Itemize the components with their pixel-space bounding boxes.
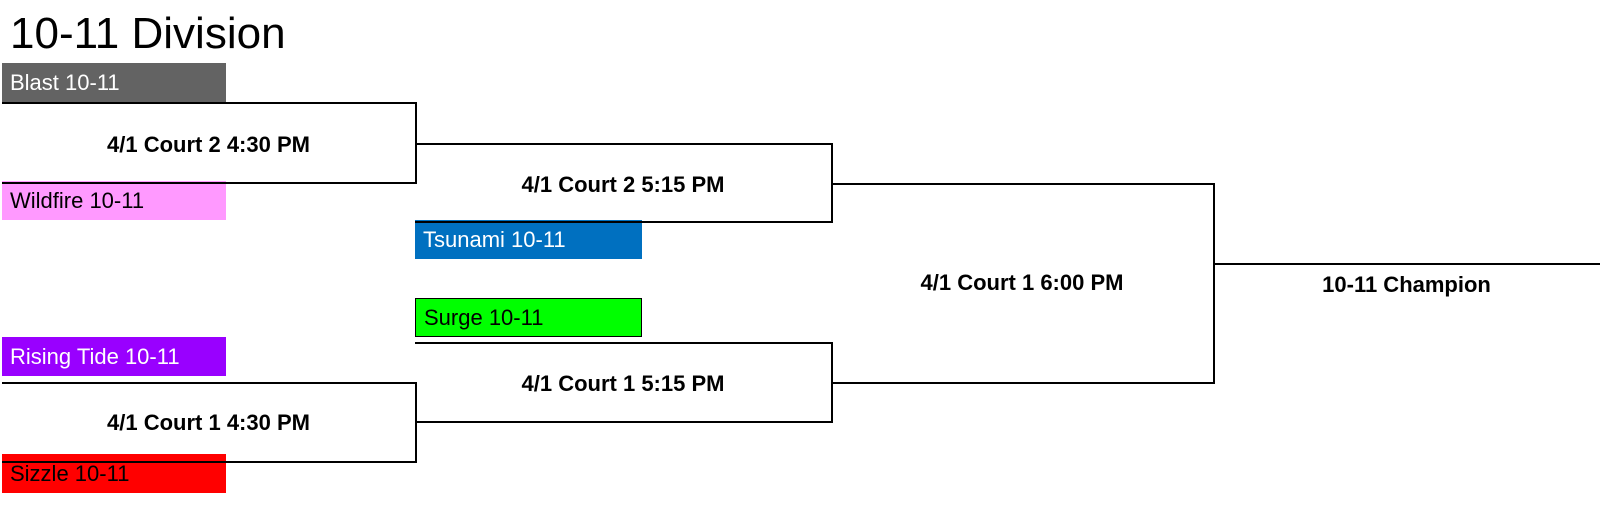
bracket-line-champion [1213,263,1600,265]
team-slot-blast: Blast 10-11 [2,63,226,102]
game-label-r2-top: 4/1 Court 2 5:15 PM [521,172,725,197]
bracket-line-r1-top-lower [2,182,417,184]
page-title: 10-11 Division [10,9,286,58]
game-label-r1-bottom: 4/1 Court 1 4:30 PM [107,410,310,435]
bracket-line-r1-bottom-upper [2,382,417,384]
bracket-line-r2-top-upper [415,143,833,145]
game-label-r2-bottom: 4/1 Court 1 5:15 PM [521,371,725,396]
team-slot-tsunami: Tsunami 10-11 [415,220,642,259]
bracket-line-r1-top-upper [2,102,417,104]
team-slot-sizzle: Sizzle 10-11 [2,454,226,493]
game-label-final: 4/1 Court 1 6:00 PM [920,270,1124,295]
bracket-line-r2-bottom-upper [415,342,833,344]
bracket-line-r2-top-lower [415,221,833,223]
champion-label: 10-11 Champion [1322,272,1491,297]
bracket-line-r2-bottom-lower [415,421,833,423]
team-slot-wildfire: Wildfire 10-11 [2,181,226,220]
bracket-line-final-joint [1213,183,1215,384]
team-slot-rising-tide: Rising Tide 10-11 [2,337,226,376]
bracket-line-r1-bottom-lower [2,461,417,463]
game-label-r1-top: 4/1 Court 2 4:30 PM [107,132,310,157]
bracket-line-final-lower [831,382,1215,384]
team-slot-surge: Surge 10-11 [415,298,642,337]
bracket-line-final-upper [831,183,1215,185]
